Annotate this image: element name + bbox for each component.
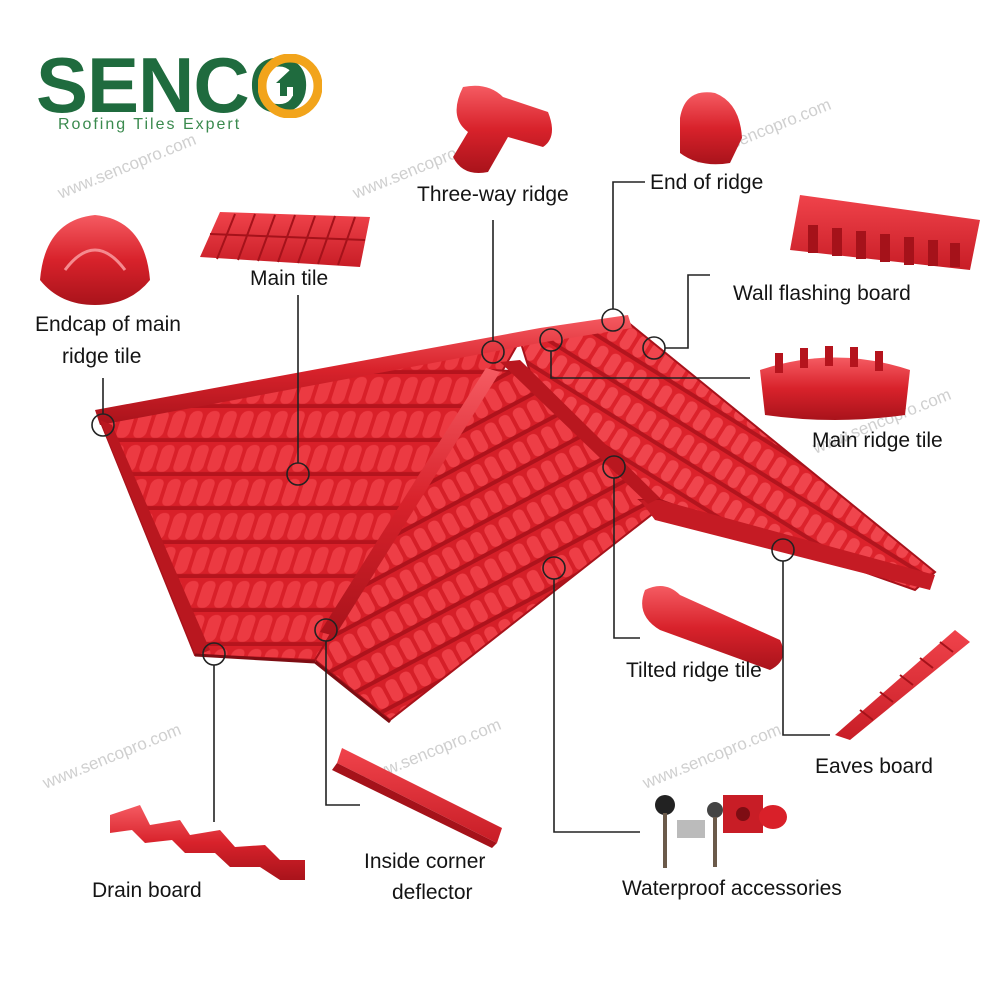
label-inside-corner-line1: Inside corner [364, 850, 486, 873]
main-ridge-product [760, 346, 910, 420]
label-main-ridge-tile: Main ridge tile [812, 429, 943, 452]
logo-tagline: Roofing Tiles Expert [58, 116, 242, 133]
label-end-of-ridge: End of ridge [650, 171, 764, 194]
inside-corner-product [332, 748, 502, 848]
roof-right-eave [640, 500, 935, 590]
eaves-board-product [835, 630, 970, 740]
leader-line [782, 561, 830, 736]
label-endcap-line1: Endcap of main [35, 313, 181, 336]
three-way-ridge-product [453, 85, 552, 173]
label-tilted-ridge-tile: Tilted ridge tile [626, 659, 762, 682]
leader-line [613, 478, 640, 639]
roof-left-edge [100, 420, 210, 656]
leader-line [325, 641, 360, 806]
label-wall-flashing-board: Wall flashing board [733, 282, 911, 305]
leader-line [553, 579, 640, 833]
endcap-product [40, 215, 150, 305]
roof-hip-ridge [320, 368, 500, 636]
label-three-way-ridge: Three-way ridge [417, 183, 569, 206]
roof-bottom-edge [194, 653, 316, 664]
drain-board-product [110, 805, 305, 880]
tilted-ridge-product [642, 586, 784, 670]
house-icon [258, 54, 322, 118]
label-inside-corner-line2: deflector [392, 881, 473, 904]
label-eaves-board: Eaves board [815, 755, 933, 778]
label-endcap-line2: ridge tile [62, 345, 142, 368]
leader-line [665, 274, 710, 349]
label-drain-board: Drain board [92, 879, 202, 902]
waterproof-accessories-product [655, 795, 787, 868]
main-tile-product [200, 212, 370, 267]
label-waterproof-accessories: Waterproof accessories [622, 877, 842, 900]
senco-logo: SENCO Roofing Tiles Expert [36, 40, 322, 140]
leader-line [550, 351, 750, 379]
leader-line [612, 181, 645, 309]
roof-front-edge [314, 660, 391, 724]
roof-valley [500, 360, 660, 504]
end-of-ridge-product [680, 92, 742, 165]
wall-flashing-product [790, 195, 980, 270]
label-main-tile: Main tile [250, 267, 329, 290]
